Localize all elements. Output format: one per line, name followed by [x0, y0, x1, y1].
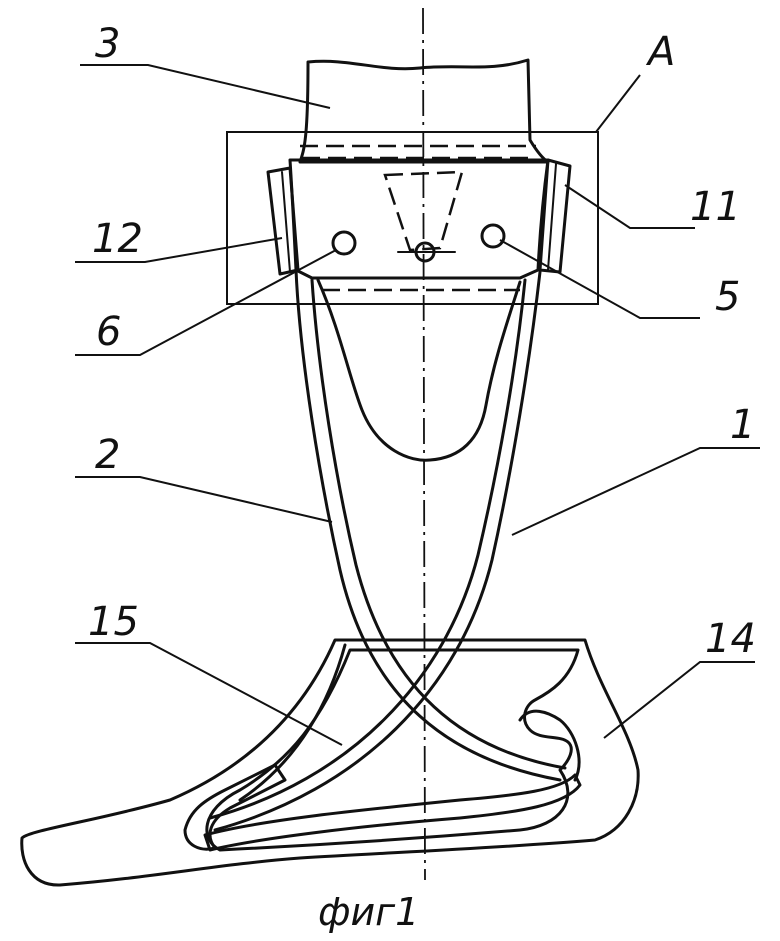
label-6: 6 — [96, 309, 121, 355]
wedge-dashed — [383, 170, 464, 252]
spring-1 — [208, 270, 542, 832]
plate-12-inner — [281, 171, 291, 273]
label-5: 5 — [715, 274, 740, 320]
label-a: A — [645, 29, 675, 75]
figure-caption: фиг1 — [318, 890, 419, 934]
bolt-6 — [331, 230, 357, 256]
toe-cavity — [518, 709, 581, 782]
label-15: 15 — [88, 599, 139, 645]
label-14: 14 — [705, 616, 756, 662]
sole-insert — [203, 773, 582, 852]
foot-shell-14 — [20, 638, 640, 887]
label-1: 1 — [730, 402, 755, 448]
socket-opening — [316, 278, 522, 462]
bolt-5 — [480, 223, 506, 249]
label-12: 12 — [92, 216, 143, 262]
cavity-15 — [238, 643, 347, 802]
label-2: 2 — [95, 432, 120, 478]
detail-a-frame — [226, 131, 599, 305]
spring-2 — [294, 268, 567, 782]
plate-11-inner — [547, 163, 557, 271]
plate-11 — [538, 158, 572, 274]
leader-lines — [75, 64, 760, 746]
part-3-adapter — [298, 58, 550, 164]
label-3: 3 — [95, 21, 120, 67]
label-11: 11 — [690, 184, 741, 230]
heel-insert — [183, 763, 287, 851]
axis-line — [422, 7, 426, 881]
